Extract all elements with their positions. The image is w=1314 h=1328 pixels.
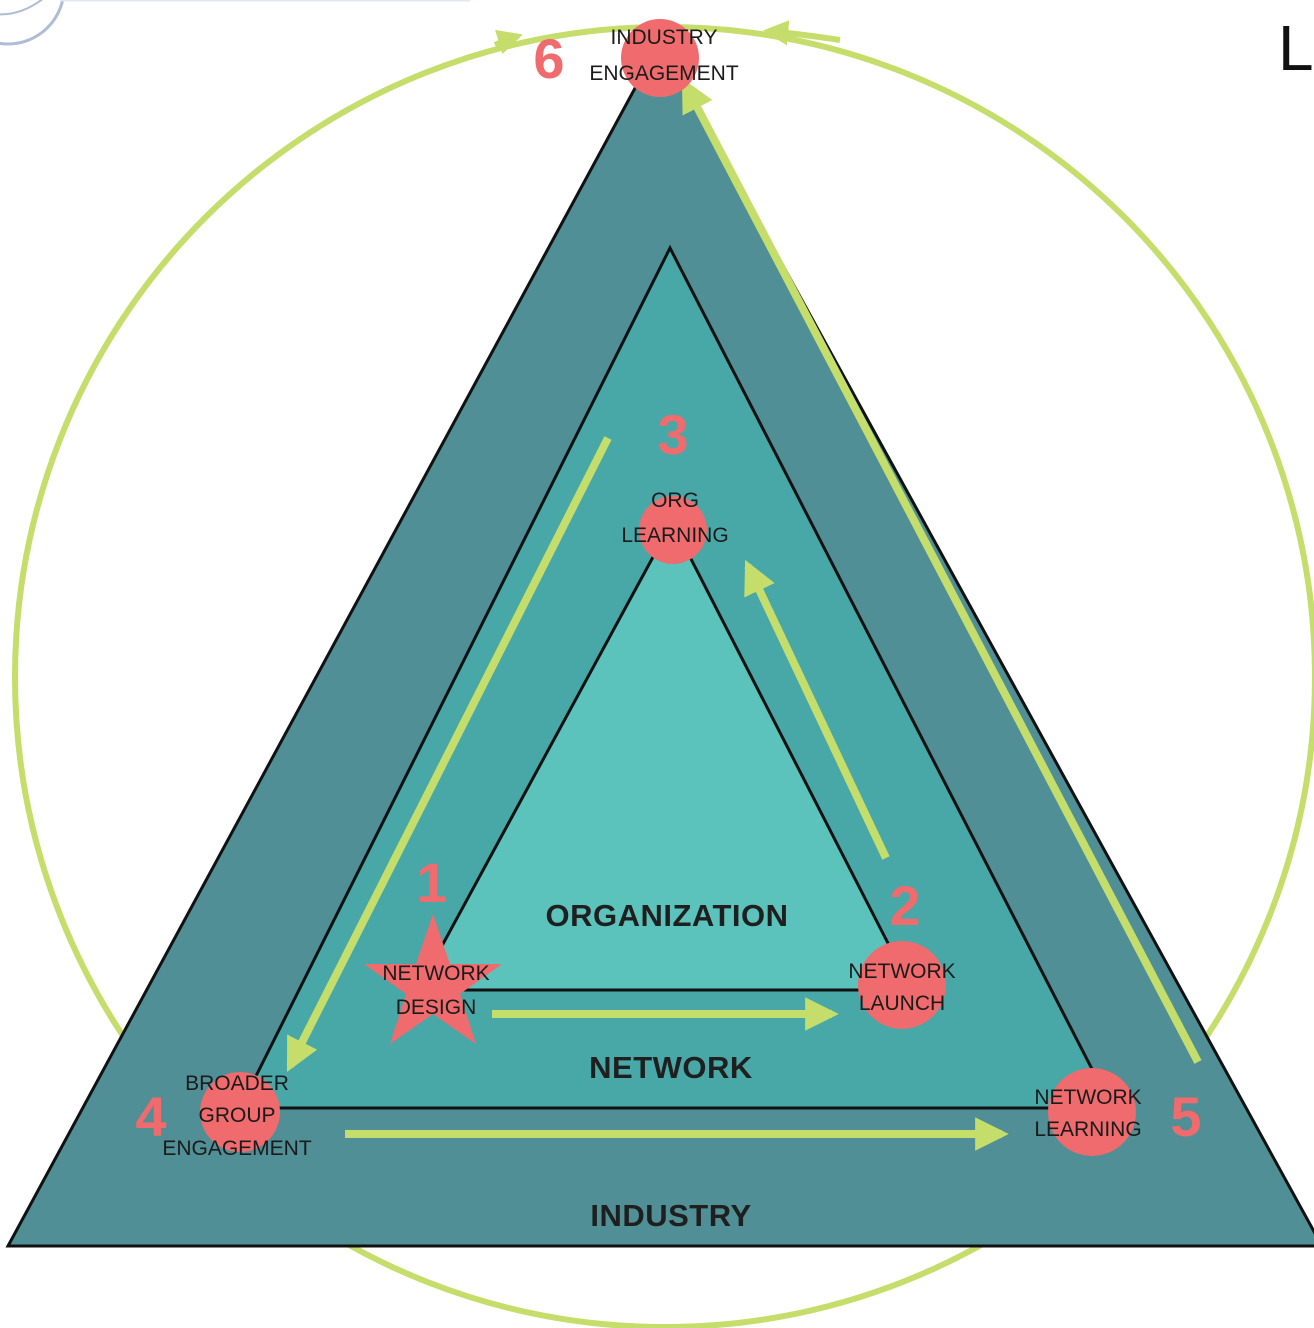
step-number-2: 2 xyxy=(889,874,920,937)
node-label-org-learning-1: ORG xyxy=(651,489,699,512)
ring-arrow-right xyxy=(762,20,841,46)
node-network-learning xyxy=(1048,1068,1136,1156)
node-network-launch xyxy=(858,941,946,1029)
node-label-network-learning-1: NETWORK xyxy=(1034,1086,1141,1109)
node-org-learning xyxy=(639,496,707,564)
node-label-network-learning-2: LEARNING xyxy=(1034,1118,1141,1141)
arrow-orglearning-to-broader xyxy=(286,436,612,1072)
step-number-6: 6 xyxy=(533,27,564,90)
ring-arrow-left xyxy=(493,29,523,54)
node-label-broader-group-1: BROADER xyxy=(185,1072,289,1095)
layer-label-network: NETWORK xyxy=(589,1050,753,1085)
partial-heading-letter: L xyxy=(1278,12,1314,84)
node-industry-engagement xyxy=(621,19,699,97)
layer-label-organization: ORGANIZATION xyxy=(545,898,788,933)
node-label-industry-engagement-1: INDUSTRY xyxy=(611,26,718,49)
node-label-network-launch-2: LAUNCH xyxy=(859,992,945,1015)
step-number-3: 3 xyxy=(657,403,688,466)
organization-triangle xyxy=(415,518,915,992)
logo-fragment xyxy=(0,0,470,46)
layer-label-industry: INDUSTRY xyxy=(590,1198,751,1233)
arrow-networklearning-to-industry xyxy=(681,78,1202,1064)
step-number-5: 5 xyxy=(1170,1085,1201,1148)
node-label-org-learning-2: LEARNING xyxy=(621,524,728,547)
step-number-1: 1 xyxy=(416,851,447,914)
node-label-industry-engagement-2: ENGAGEMENT xyxy=(589,62,739,85)
node-label-broader-group-2: GROUP xyxy=(198,1104,275,1127)
step-number-4: 4 xyxy=(135,1085,166,1148)
node-label-network-design-2: DESIGN xyxy=(396,996,477,1019)
node-label-network-design-1: NETWORK xyxy=(382,962,489,985)
node-network-design-star xyxy=(364,914,502,1044)
node-label-network-launch-1: NETWORK xyxy=(848,960,955,983)
arrow-launch-to-orglearning xyxy=(744,559,890,860)
node-broader-group xyxy=(200,1072,280,1152)
node-label-broader-group-3: ENGAGEMENT xyxy=(162,1137,312,1160)
